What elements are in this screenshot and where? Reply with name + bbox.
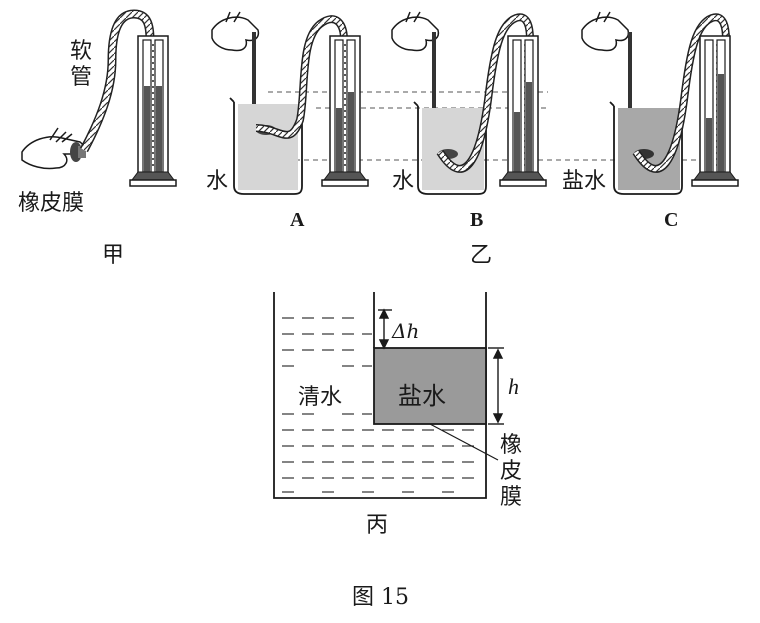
beaker: [233, 102, 303, 195]
water-fill: [238, 104, 298, 190]
label-salt-water: 盐水: [398, 382, 446, 410]
delta-h-arrow: [378, 308, 392, 350]
probe-rod: [252, 32, 256, 128]
label-tube-2: 管: [70, 65, 92, 90]
panel-label-yi: 乙: [470, 243, 492, 268]
liquid-label-a: 水: [206, 169, 228, 194]
probe-rod: [432, 32, 436, 150]
figure-caption: 图 15: [352, 585, 409, 610]
panel-bing: 清水 盐水 Δh h 橡 皮 膜 丙: [273, 292, 522, 538]
beaker: [417, 106, 487, 195]
hand-icon: [391, 11, 440, 52]
rubber-membrane-probe: [70, 142, 86, 162]
h-arrow: [488, 347, 504, 425]
panel-label-jia: 甲: [102, 243, 124, 268]
label-membrane-jia: 橡皮膜: [18, 191, 84, 216]
panel-jia: 软 管 橡皮膜 甲: [18, 9, 177, 268]
liquid-label-c: 盐水: [562, 169, 606, 194]
setup-b: 水 B 乙: [391, 11, 547, 268]
u-tube-manometer: [129, 35, 177, 187]
label-delta-h: Δh: [391, 319, 419, 343]
setup-c: 盐水 C: [562, 11, 739, 231]
letter-a: A: [290, 209, 305, 231]
letter-c: C: [664, 209, 678, 231]
u-tube-manometer: [321, 35, 369, 187]
liquid-label-b: 水: [392, 169, 414, 194]
panel-yi: 水 A 水: [206, 11, 739, 268]
salt-water-block: [373, 347, 487, 425]
membrane-leader-line: [429, 423, 499, 461]
letter-b: B: [470, 209, 483, 231]
hand-icon: [581, 11, 630, 52]
hand-icon: [211, 11, 260, 52]
u-tube-manometer: [499, 35, 547, 187]
probe-rod: [628, 32, 632, 150]
setup-a: 水 A: [206, 11, 369, 231]
beaker: [613, 106, 683, 195]
label-tube-1: 软: [70, 39, 92, 64]
hand-icon: [21, 127, 85, 170]
label-clear-water: 清水: [298, 385, 342, 410]
u-tube-manometer: [691, 35, 739, 187]
label-membrane-1: 橡: [500, 433, 522, 458]
clear-water-dashes: [282, 317, 474, 493]
label-membrane-3: 膜: [500, 485, 522, 510]
panel-label-bing: 丙: [366, 513, 388, 538]
label-membrane-2: 皮: [500, 459, 522, 484]
label-h: h: [508, 374, 519, 399]
